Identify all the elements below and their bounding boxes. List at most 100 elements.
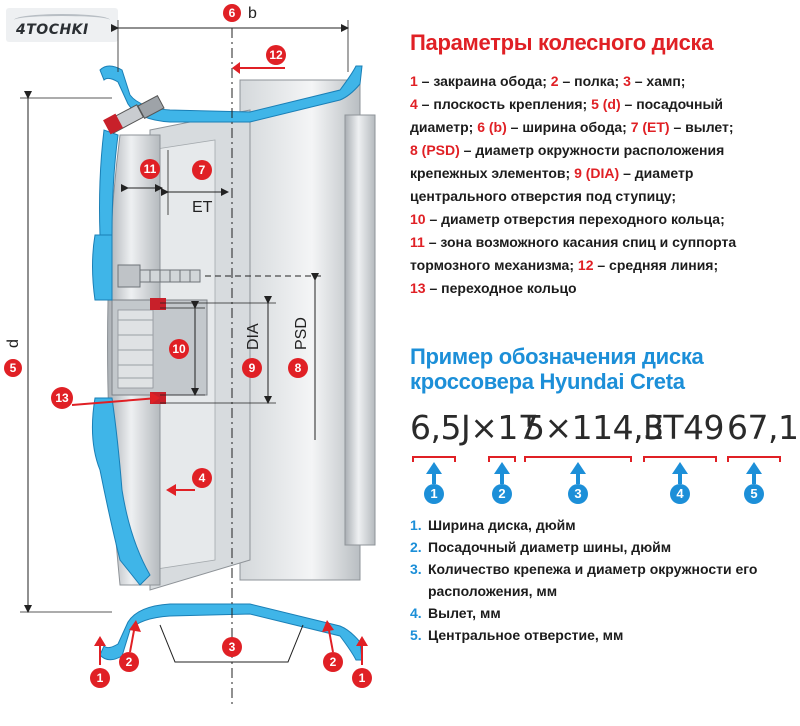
badge-9: 9 [249,361,256,375]
bracket-5 [727,456,781,462]
code-marker-3: 3 [568,484,588,504]
stem-4 [678,472,682,484]
param-text: – ширина обода; [506,119,631,135]
badge-4: 4 [199,471,206,485]
legend-item: 4. Вылет, мм [410,602,795,624]
site-logo: 4TOCHKI [6,8,118,42]
legend-text: Посадочный диаметр шины, дюйм [428,539,672,555]
param-text: – диаметр [619,165,694,181]
stem-1 [432,472,436,484]
rim-profile [91,65,363,661]
badge-5: 5 [10,361,17,375]
params-line: 1 – закраина обода; 2 – полка; 3 – хамп; [410,70,795,93]
dim-ring-10: 10 [160,301,205,396]
param-number: 6 (b) [477,119,507,135]
legend-num: 1. [410,517,422,533]
marker-13: 13 [51,387,160,409]
code-marker-4: 4 [670,484,690,504]
bracket-1 [412,456,456,462]
code-width-diameter: 6,5J×17 [410,408,539,447]
dim-offset-et: 7 ET [161,150,229,216]
param-text: крепежных элементов; [410,165,575,181]
param-text: – посадочный [620,96,724,112]
params-list: 1 – закраина обода; 2 – полка; 3 – хамп;… [410,70,795,300]
mounting-bolt [117,264,201,288]
badge-1-right: 1 [359,671,366,685]
logo-swoosh [14,14,110,26]
stem-3 [576,472,580,484]
legend-text: Вылет, мм [428,605,501,621]
param-text: – вылет; [669,119,734,135]
legend-text: Центральное отверстие, мм [428,627,624,643]
badge-8: 8 [295,361,302,375]
badge-1-left: 1 [97,671,104,685]
code-marker-2: 2 [492,484,512,504]
param-text: – хамп; [630,73,686,89]
legend-num: 3. [410,561,422,577]
legend-item: 5. Центральное отверстие, мм [410,624,795,646]
param-number: 1 [410,73,418,89]
badge-11: 11 [144,162,157,176]
arrow-3-icon [570,462,586,474]
param-text: диаметр; [410,119,478,135]
param-number: 7 (ET) [630,119,670,135]
params-title: Параметры колесного диска [410,30,714,55]
param-number: 9 (DIA) [574,165,620,181]
params-line: центрального отверстия под ступицу; [410,185,795,208]
code-bolt-pattern: 5×114,3 [524,408,664,447]
param-number: 4 [410,96,418,112]
dim-width-b: 6 b [111,4,349,72]
arrow-2-icon [494,462,510,474]
param-text: – средняя линия; [593,257,719,273]
params-line: диаметр; 6 (b) – ширина обода; 7 (ET) – … [410,116,795,139]
params-line: крепежных элементов; 9 (DIA) – диаметр [410,162,795,185]
legend-num: 2. [410,539,422,555]
param-number: 2 [550,73,559,89]
marker-12: 12 [232,45,286,74]
badge-2-left: 2 [126,655,133,669]
params-line: 13 – переходное кольцо [410,277,795,300]
wheel-section-diagram: 6 b 5 d 12 11 7 ET 10 [4,4,376,705]
badge-2-right: 2 [330,655,337,669]
param-text: – переходное кольцо [425,280,577,296]
bracket-3 [524,456,632,462]
code-legend: 1. Ширина диска, дюйм 2. Посадочный диамет… [410,514,795,646]
code-marker-1: 1 [424,484,444,504]
param-text: – диаметр отверстия переходного кольца; [425,211,725,227]
badge-10: 10 [172,342,186,356]
label-b: b [248,5,257,22]
param-number: 5 (d) [591,96,621,112]
stem-5 [752,472,756,484]
label-dia: DIA [245,323,262,350]
legend-num: 4. [410,605,422,621]
label-psd: PSD [293,317,310,350]
badge-6: 6 [229,6,236,20]
badge-13: 13 [55,391,69,405]
valve-stem [103,94,165,135]
arrow-5-icon [746,462,762,474]
markers-flange-right: 1 2 [322,620,372,688]
markers-flange-left: 1 2 [90,620,141,688]
bracket-2 [488,456,516,462]
rim-barrel [107,79,376,591]
label-et: ET [192,199,213,216]
legend-item: 2. Посадочный диаметр шины, дюйм [410,536,795,558]
badge-7: 7 [199,163,206,177]
param-text: – зона возможного касания спиц и суппорт… [424,234,737,250]
code-offset: ET49 [643,408,725,447]
param-number: 13 [410,280,426,296]
stem-2 [500,472,504,484]
param-text: центрального отверстия под ступицу; [410,188,677,204]
params-line: 8 (PSD) – диаметр окружности расположени… [410,139,795,162]
example-title: Пример обозначения диска кроссовера Hyun… [410,344,704,394]
legend-text: Ширина диска, дюйм [428,517,576,533]
legend-num: 5. [410,627,422,643]
label-d: d [5,339,22,348]
legend-item: 1. Ширина диска, дюйм [410,514,795,536]
dim-diameter-d: 5 d [4,91,112,613]
params-line: 4 – плоскость крепления; 5 (d) – посадоч… [410,93,795,116]
marker-4: 4 [166,468,212,496]
code-center-bore: 67,1 [727,408,799,447]
param-text: тормозного механизма; [410,257,578,273]
params-line: тормозного механизма; 12 – средняя линия… [410,254,795,277]
